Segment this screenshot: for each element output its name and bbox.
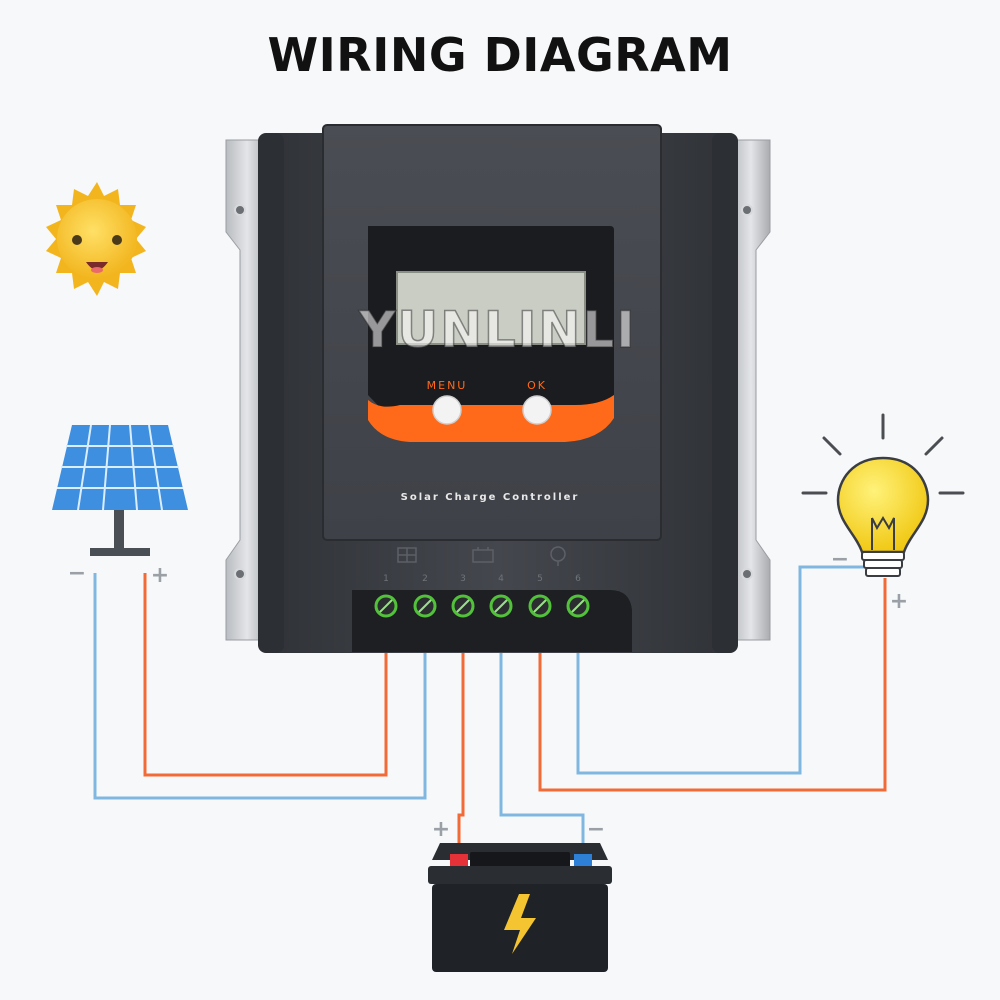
load-negative-symbol: − — [831, 547, 849, 572]
terminal-4[interactable] — [489, 594, 513, 618]
light-bulb-icon — [801, 413, 965, 577]
right-bracket — [731, 139, 771, 641]
ok-label: OK — [527, 379, 547, 392]
battery-positive-symbol: + — [432, 817, 450, 842]
battery-icon — [428, 843, 612, 972]
load-negative-wire — [576, 565, 868, 775]
solar-charge-controller: MENU OK YUNLINLI Solar Charge Controller… — [225, 124, 771, 653]
terminal-number: 4 — [498, 574, 504, 584]
lightning-icon — [504, 894, 536, 954]
controller-label: Solar Charge Controller — [401, 492, 580, 503]
battery-negative-wire — [499, 606, 585, 862]
terminal-number: 3 — [460, 574, 466, 584]
panel-negative-wire — [93, 573, 427, 800]
panel-positive-symbol: + — [151, 563, 169, 588]
menu-label: MENU — [427, 379, 468, 392]
watermark: YUNLINLI — [358, 301, 636, 359]
terminal-number: 1 — [383, 574, 389, 584]
battery-positive-wire — [457, 606, 465, 862]
controller-side-right — [712, 133, 738, 653]
battery-negative-symbol: − — [587, 817, 605, 842]
panel-positive-wire — [143, 573, 388, 777]
terminal-number: 2 — [422, 574, 428, 584]
ok-button[interactable] — [522, 395, 552, 425]
terminal-5[interactable] — [528, 594, 552, 618]
menu-button[interactable] — [432, 395, 462, 425]
terminal-number: 5 — [537, 574, 543, 584]
load-positive-wire — [538, 578, 887, 792]
terminal-3[interactable] — [451, 594, 475, 618]
mount-hole — [741, 568, 753, 580]
mount-hole — [234, 568, 246, 580]
mount-hole — [741, 204, 753, 216]
sun-icon — [46, 182, 146, 296]
terminals — [374, 594, 590, 618]
terminal-number: 6 — [575, 574, 581, 584]
display-panel: MENU OK — [368, 226, 614, 442]
load-positive-symbol: + — [890, 589, 908, 614]
battery-group-icon — [472, 549, 494, 563]
page-title: WIRING DIAGRAM — [267, 28, 733, 82]
mount-hole — [234, 204, 246, 216]
panel-negative-symbol: − — [68, 561, 86, 586]
terminal-1[interactable] — [374, 594, 398, 618]
solar-panel-icon — [52, 424, 188, 556]
lcd-screen — [396, 271, 586, 345]
terminal-2[interactable] — [413, 594, 437, 618]
orange-accent — [368, 395, 614, 442]
terminal-6[interactable] — [566, 594, 590, 618]
controller-side-left — [258, 133, 284, 653]
wires — [93, 565, 887, 862]
terminal-group-icons — [397, 546, 566, 566]
